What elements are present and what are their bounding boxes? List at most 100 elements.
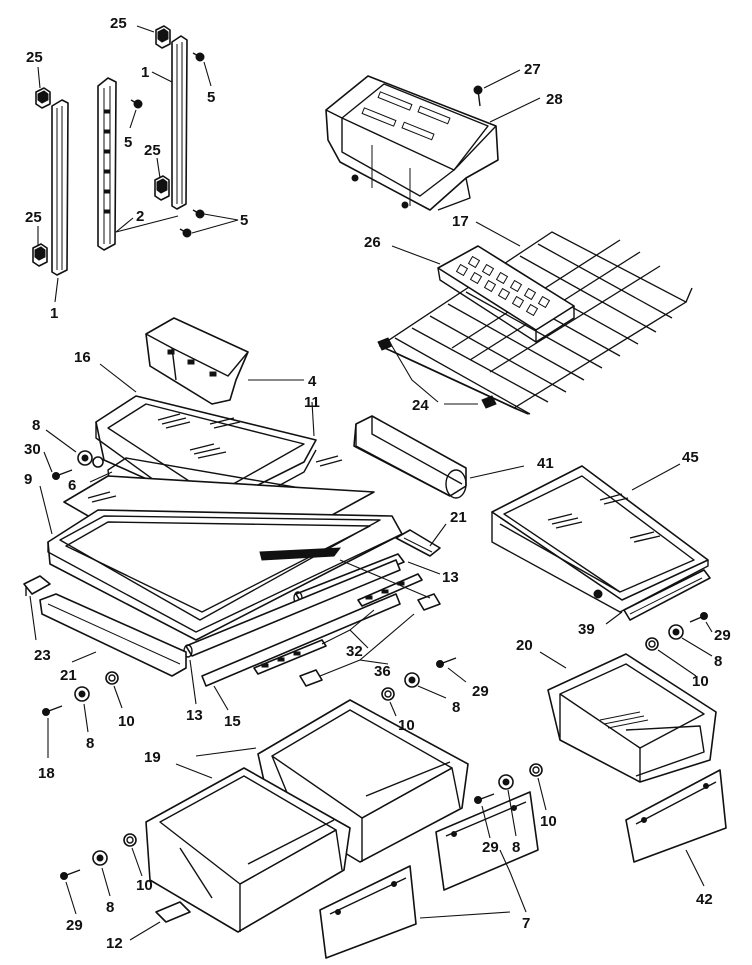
label-29: 29 [66, 917, 83, 934]
crisper-drawer-left [145, 767, 351, 933]
label-25: 25 [26, 49, 43, 66]
label-27: 27 [524, 61, 541, 78]
slide-bracket-left [23, 575, 51, 596]
label-13: 13 [186, 707, 203, 724]
label-23: 23 [34, 647, 51, 664]
label-10: 10 [136, 877, 153, 894]
drawer-front-left [319, 865, 417, 959]
rail-support-right [395, 529, 441, 557]
label-10: 10 [398, 717, 415, 734]
label-12: 12 [106, 935, 123, 952]
hardware-group-lower [474, 763, 547, 839]
label-1: 1 [141, 64, 149, 81]
label-7: 7 [522, 915, 530, 932]
hardware-group-left [42, 671, 123, 758]
hardware-leaders-top [43, 429, 77, 473]
wire-leaders [391, 221, 521, 405]
label-8: 8 [452, 699, 460, 716]
label-16: 16 [74, 349, 91, 366]
label-6: 6 [68, 477, 76, 494]
label-36: 36 [374, 663, 391, 680]
label-20: 20 [516, 637, 533, 654]
slide-rail-23 [39, 593, 187, 677]
label-32: 32 [346, 643, 363, 660]
crisper-cover-right [491, 465, 709, 613]
label-5: 5 [240, 212, 248, 229]
label-25: 25 [25, 209, 42, 226]
label-10: 10 [540, 813, 557, 830]
label-8: 8 [86, 735, 94, 752]
slide-stop-36 [299, 593, 441, 687]
ladder-clip-middle-right [154, 175, 170, 201]
label-17: 17 [452, 213, 469, 230]
egg-tray [437, 245, 575, 343]
label-5: 5 [124, 134, 132, 151]
label-10: 10 [118, 713, 135, 730]
label-8: 8 [512, 839, 520, 856]
ladder-clip-top-right [155, 25, 171, 49]
label-41: 41 [537, 455, 554, 472]
deli-leaders [483, 69, 541, 123]
label-21: 21 [450, 509, 467, 526]
label-21: 21 [60, 667, 77, 684]
wire-shelf-bumper-right [481, 395, 497, 409]
label-10: 10 [692, 673, 709, 690]
hardware-group-right [645, 612, 713, 677]
label-2: 2 [136, 208, 144, 225]
dairy-bin [145, 317, 249, 405]
ladder-clip-bottom-left [32, 243, 48, 267]
shelf-ladder-middle [97, 77, 117, 251]
label-19: 19 [144, 749, 161, 766]
shelf-glass-leaders [39, 363, 315, 535]
screw-ladder-2 [192, 52, 205, 62]
duct-leader [469, 465, 525, 479]
label-18: 18 [38, 765, 55, 782]
shelf-cam [92, 456, 104, 468]
label-29: 29 [472, 683, 489, 700]
screw-ladder-3 [192, 209, 205, 219]
label-28: 28 [546, 91, 563, 108]
label-9: 9 [24, 471, 32, 488]
label-8: 8 [106, 899, 114, 916]
shelf-washer [77, 450, 93, 466]
label-30: 30 [24, 441, 41, 458]
label-29: 29 [714, 627, 731, 644]
shelf-ladder-right [171, 35, 188, 210]
shelf-ladder-left [51, 99, 69, 276]
label-5: 5 [207, 89, 215, 106]
drawer-stop-12 [155, 901, 191, 923]
label-13: 13 [442, 569, 459, 586]
label-4: 4 [308, 373, 317, 390]
screw-ladder-4 [179, 228, 192, 238]
label-39: 39 [578, 621, 595, 638]
crisper-cover-right-trim [623, 569, 711, 621]
screw-ladder-1 [130, 99, 143, 109]
slide-assembly-32 [253, 573, 423, 675]
shelf-screw-30 [52, 469, 73, 480]
label-15: 15 [224, 713, 241, 730]
label-1: 1 [50, 305, 58, 322]
rail-center-15 [201, 593, 401, 687]
deli-tray-screw [473, 85, 483, 107]
label-45: 45 [682, 449, 699, 466]
label-42: 42 [696, 891, 713, 908]
drawer-leaders [129, 651, 705, 941]
ladder-leaders [37, 25, 239, 303]
right-cover-leaders [605, 463, 681, 625]
label-8: 8 [32, 417, 40, 434]
label-8: 8 [714, 653, 722, 670]
label-25: 25 [144, 142, 161, 159]
rail-leaders [29, 523, 447, 711]
label-29: 29 [482, 839, 499, 856]
label-24: 24 [412, 397, 429, 414]
crisper-drawer-right [547, 653, 717, 783]
air-duct [353, 415, 467, 499]
hardware-group-bottom [60, 833, 143, 915]
ladder-clip-top-left [35, 87, 51, 109]
callout-labels: 25 25 25 25 1 1 5 5 5 2 27 28 17 26 24 1… [24, 15, 731, 952]
label-25: 25 [110, 15, 127, 32]
deli-tray-cover [325, 75, 499, 211]
hardware-group-center [381, 657, 467, 717]
drawer-front-right [625, 769, 727, 863]
